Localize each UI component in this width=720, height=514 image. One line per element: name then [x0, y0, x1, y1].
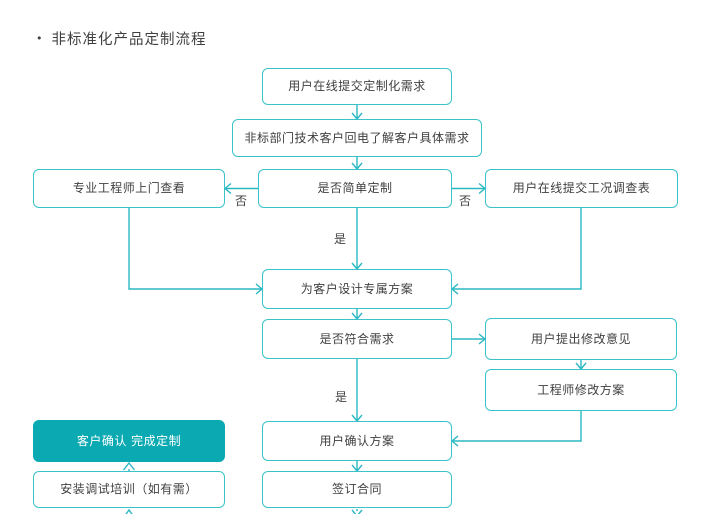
- flow-node-sign-contract: 签订合同: [262, 471, 452, 508]
- flow-node-customization-complete: 客户确认 完成定制: [33, 420, 225, 462]
- arrowhead-left-icon: [450, 435, 459, 447]
- edge-survey-to-design: [453, 208, 582, 290]
- flow-node-install-training: 安装调试培训（如有需）: [33, 471, 225, 508]
- edge-label-no-right: 否: [459, 194, 472, 208]
- arrowhead-up-icon: [122, 461, 136, 471]
- arrowhead-up-clipped-icon: [125, 508, 133, 514]
- arrowhead-left-icon: [223, 182, 232, 195]
- flow-node-confirm-plan: 用户确认方案: [262, 421, 452, 461]
- flow-node-simple-customization: 是否简单定制: [258, 169, 452, 208]
- flow-node-submit-requirements: 用户在线提交定制化需求: [262, 68, 452, 105]
- flow-node-condition-survey: 用户在线提交工况调查表: [485, 169, 678, 208]
- arrowhead-left-icon: [450, 283, 459, 295]
- arrowhead-down-clipped-icon: [351, 509, 363, 514]
- title-bullet-icon: •: [36, 31, 43, 45]
- edge-label-yes-bottom: 是: [335, 390, 348, 404]
- edge-label-yes-mid: 是: [334, 232, 347, 246]
- flow-node-engineer-modify: 工程师修改方案: [485, 369, 677, 411]
- edge-label-no-left: 否: [235, 194, 248, 208]
- edge-modify-to-confirm: [453, 411, 582, 442]
- flow-node-design-plan: 为客户设计专属方案: [262, 269, 452, 309]
- slide-title-row: • 非标准化产品定制流程: [36, 28, 207, 49]
- edge-engineer-to-design: [128, 208, 261, 290]
- flow-node-modification-feedback: 用户提出修改意见: [485, 318, 677, 360]
- page-title: 非标准化产品定制流程: [51, 32, 207, 48]
- flow-node-meets-requirements: 是否符合需求: [262, 319, 452, 359]
- flow-node-tech-callback: 非标部门技术客户回电了解客户具体需求: [232, 119, 482, 157]
- flow-node-engineer-visit: 专业工程师上门查看: [33, 169, 225, 208]
